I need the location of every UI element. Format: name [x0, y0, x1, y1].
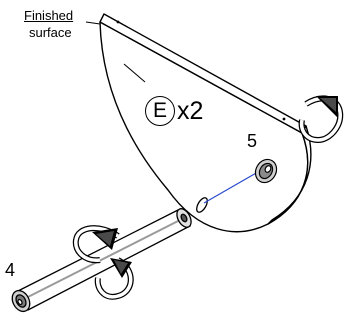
finished-surface-label-line1: Finished: [24, 8, 74, 23]
panel-letter-badge: E: [145, 96, 175, 126]
panel-leader: [123, 63, 146, 83]
rotate-bar-arrow-icon: [72, 225, 120, 264]
cam-nut-part-5: [254, 158, 278, 184]
panel-hole-dot: [116, 20, 120, 24]
panel-bar-hole: [196, 197, 208, 213]
dowel-guide-line: [203, 171, 259, 204]
bar-part-4: [11, 208, 192, 313]
part-number-4: 4: [5, 260, 16, 280]
panel-part-label: E x2: [145, 96, 203, 126]
panel-hole-dot: [282, 117, 286, 121]
finished-surface-leader: [85, 21, 101, 25]
rotate-arrow-icon: [298, 95, 344, 144]
part-number-5: 5: [247, 131, 258, 151]
finished-surface-label-line2: surface: [29, 25, 72, 40]
rotate-bar-arrow-lower-icon: [94, 257, 134, 300]
panel-quantity: x2: [177, 96, 204, 125]
